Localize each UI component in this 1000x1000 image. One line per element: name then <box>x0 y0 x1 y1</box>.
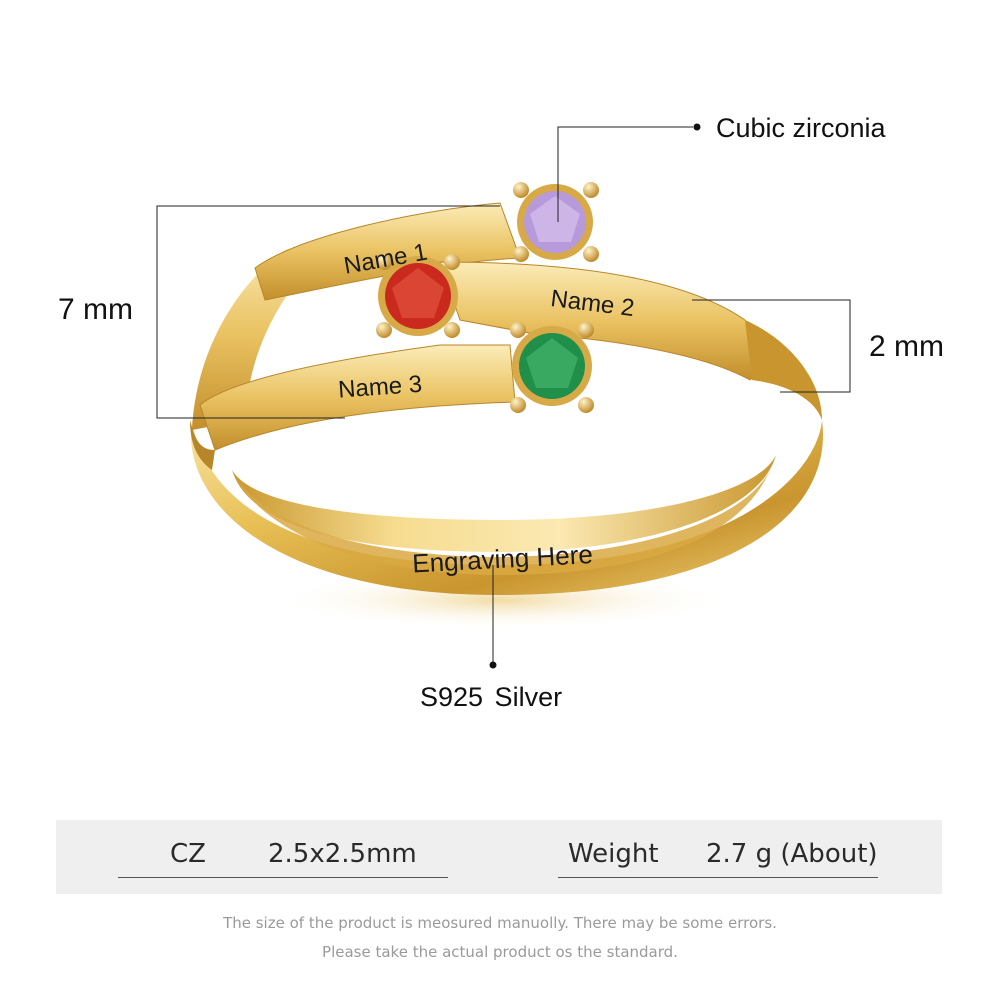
product-image: Name 1 Name 2 Name 3 Engraving Here Cubi… <box>58 113 944 712</box>
red-stone <box>376 254 460 338</box>
stone-material-label: Cubic zirconia <box>716 113 886 143</box>
height-bracket <box>156 205 500 419</box>
cz-leader-line <box>557 126 693 222</box>
spec-weight-label: Weight <box>568 839 659 869</box>
spec-cz: CZ 2.5x2.5mm <box>118 820 448 894</box>
green-stone <box>510 322 594 413</box>
annotation-lines <box>156 126 851 665</box>
silver-leader-dot <box>489 661 497 669</box>
spec-band: CZ 2.5x2.5mm Weight 2.7 g (About) <box>56 820 942 894</box>
cz-leader-dot <box>693 123 701 131</box>
metal-label: S925 Silver <box>420 682 563 712</box>
band-height-label: 7 mm <box>58 293 133 326</box>
ring-illustration: Name 1 Name 2 Name 3 Engraving Here <box>156 123 851 669</box>
ring-inner-surface <box>232 455 776 552</box>
spec-cz-label: CZ <box>170 839 206 869</box>
spec-cz-rule <box>118 877 448 878</box>
spec-weight-value: 2.7 g (About) <box>706 839 878 869</box>
disclaimer-line-2: Please take the actual product os the st… <box>322 943 678 961</box>
left-arm <box>192 238 340 430</box>
spec-weight-rule <box>558 877 878 878</box>
spec-cz-value: 2.5x2.5mm <box>268 839 417 869</box>
disclaimer-line-1: The size of the product is meosured manu… <box>223 914 777 932</box>
purple-stone <box>513 182 599 262</box>
band-width-label: 2 mm <box>869 330 944 363</box>
width-bracket <box>692 299 851 393</box>
engraving-name-3: Name 3 <box>337 371 423 404</box>
spec-weight: Weight 2.7 g (About) <box>558 820 878 894</box>
